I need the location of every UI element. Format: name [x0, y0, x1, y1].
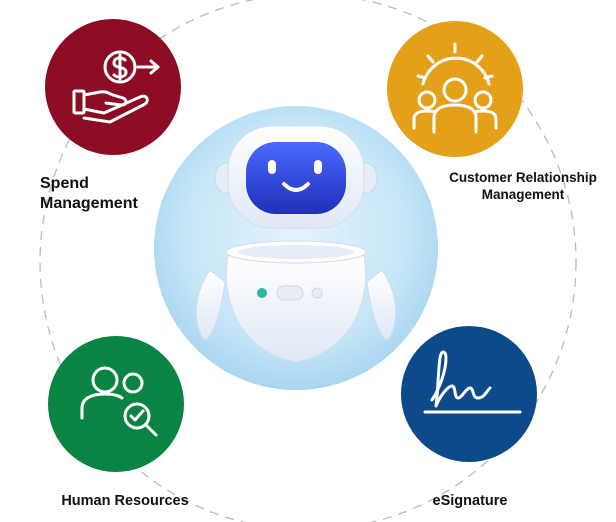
label-crm-line-2: Management — [481, 186, 565, 202]
label-human-resources: Human Resources — [40, 492, 210, 510]
label-hr-text: Human Resources — [61, 493, 189, 509]
node-human-resources — [48, 336, 184, 472]
label-spend-line-1: Spend — [40, 175, 89, 192]
node-customer-relationship-management — [387, 21, 523, 157]
node-spend-management — [45, 19, 181, 155]
label-esignature-text: eSignature — [432, 493, 508, 509]
label-esignature: eSignature — [400, 492, 540, 510]
people-search-icon — [80, 366, 158, 437]
signature-icon — [423, 350, 522, 414]
label-customer-relationship-management: Customer Relationship Management — [430, 170, 616, 204]
hand-dollar-icon — [72, 50, 160, 124]
dashed-ring — [39, 0, 577, 522]
node-esignature — [401, 326, 537, 462]
label-crm-line-1: Customer Relationship — [449, 170, 597, 185]
label-spend-line-2: Management — [40, 195, 138, 212]
gear-people-icon — [412, 42, 498, 134]
label-spend-management: Spend Management — [40, 174, 138, 214]
robot-icon — [195, 125, 397, 363]
